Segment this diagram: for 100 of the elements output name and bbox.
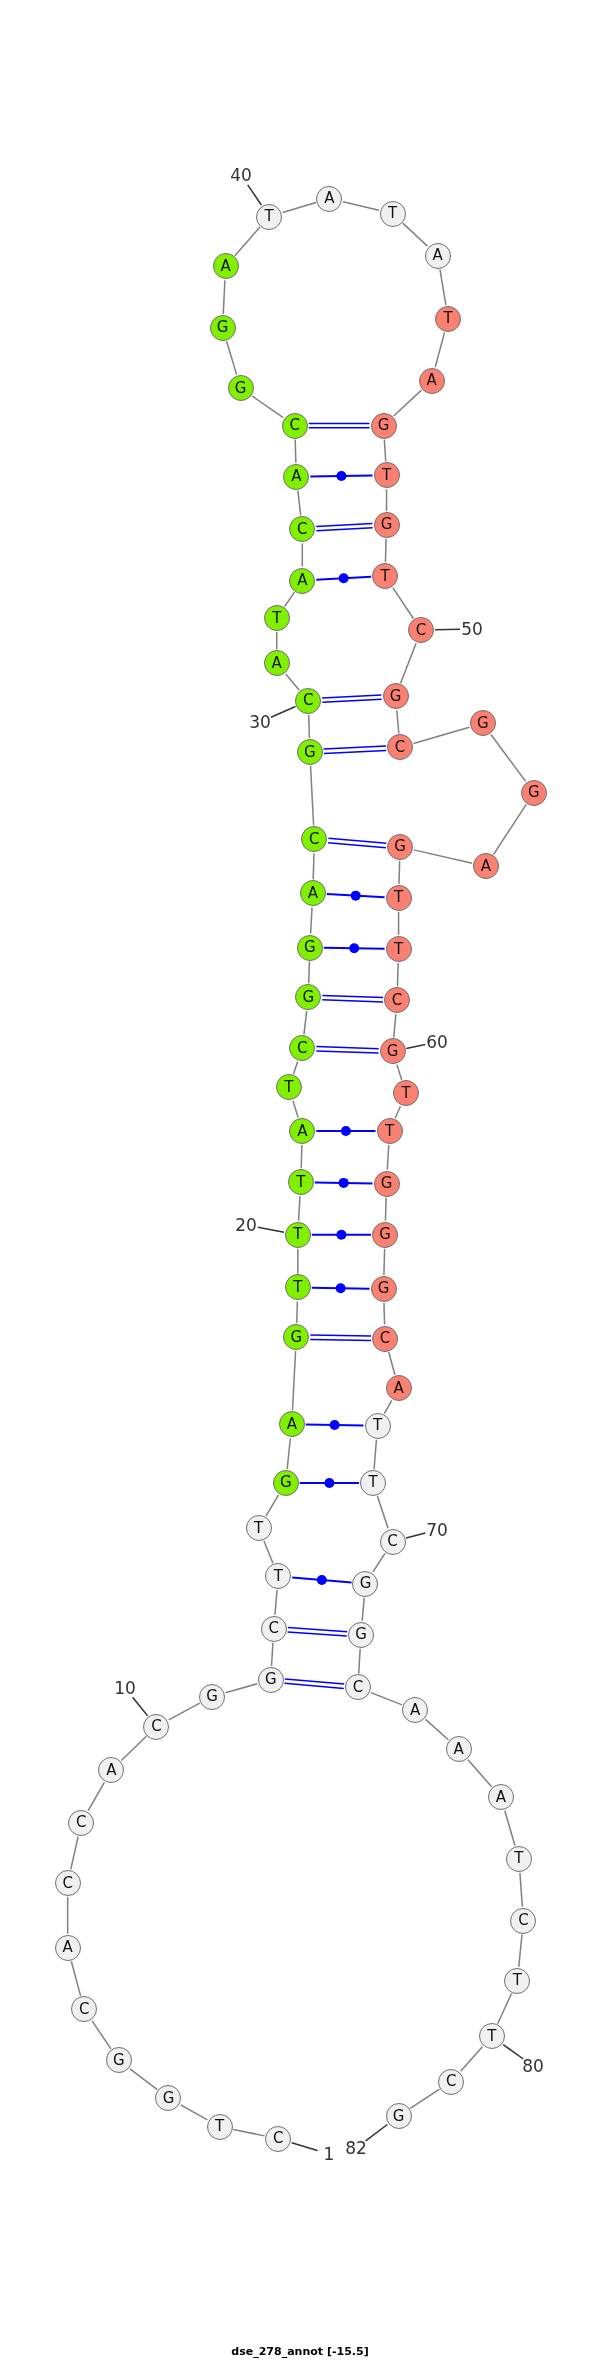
backbone-line bbox=[274, 1589, 278, 1616]
nucleotide-circle: C bbox=[71, 1996, 98, 2023]
backbone-line bbox=[383, 1399, 393, 1415]
nucleotide-circle: A bbox=[418, 367, 445, 394]
position-number: 40 bbox=[230, 166, 252, 184]
backbone-line bbox=[87, 1781, 106, 1812]
base-pair-line bbox=[298, 1481, 360, 1484]
base-pair-line bbox=[315, 522, 374, 532]
backbone-line bbox=[434, 331, 446, 368]
leader-line bbox=[290, 2142, 319, 2152]
nucleotide-circle: T bbox=[478, 2023, 505, 2050]
backbone-line bbox=[399, 642, 417, 685]
backbone-line bbox=[295, 1300, 299, 1324]
base-pair-line bbox=[309, 1334, 372, 1342]
nucleotide-circle: A bbox=[385, 1375, 412, 1402]
base-pair-line bbox=[308, 422, 371, 429]
nucleotide-circle: A bbox=[278, 1411, 305, 1438]
nucleotide-circle: G bbox=[370, 412, 397, 439]
nucleotide-circle: T bbox=[256, 203, 283, 230]
nucleotide-circle: C bbox=[54, 1870, 81, 1896]
backbone-line bbox=[412, 726, 471, 745]
nucleotide-circle: C bbox=[438, 2068, 465, 2095]
backbone-line bbox=[281, 201, 317, 214]
backbone-line bbox=[467, 1758, 493, 1788]
backbone-line bbox=[393, 1013, 397, 1039]
nucleotide-circle: T bbox=[373, 462, 400, 489]
base-pair-line bbox=[315, 575, 373, 581]
position-number: 80 bbox=[522, 2057, 544, 2075]
nucleotide-circle: G bbox=[199, 1683, 226, 1710]
nucleotide-circle: A bbox=[283, 463, 310, 490]
nucleotide-circle: C bbox=[372, 1325, 398, 1352]
nucleotide-circle: G bbox=[227, 375, 254, 402]
base-pair-line bbox=[283, 1678, 345, 1690]
base-pair-line bbox=[286, 1626, 348, 1637]
backbone-line bbox=[376, 1495, 389, 1530]
backbone-line bbox=[424, 1718, 450, 1741]
caption: dse_278_annot [-15.5] bbox=[231, 2345, 369, 2358]
nucleotide-circle: G bbox=[373, 511, 400, 538]
nucleotide-circle: T bbox=[393, 1080, 420, 1107]
nucleotide-circle: T bbox=[284, 1221, 311, 1248]
backbone-line bbox=[292, 1060, 299, 1075]
backbone-line bbox=[384, 1196, 387, 1222]
backbone-line bbox=[270, 1642, 274, 1667]
backbone-line bbox=[439, 268, 447, 306]
base-pair-line bbox=[322, 946, 386, 950]
base-pair-line bbox=[310, 1233, 372, 1236]
base-pair-line bbox=[321, 994, 384, 1003]
nucleotide-circle: C bbox=[265, 2125, 292, 2152]
base-pair-line bbox=[310, 1286, 371, 1290]
nucleotide-circle: C bbox=[281, 412, 308, 439]
leader-line bbox=[502, 2043, 524, 2060]
nucleotide-circle: G bbox=[520, 779, 547, 806]
nucleotide-circle: T bbox=[275, 1074, 302, 1101]
backbone-line bbox=[222, 279, 226, 315]
backbone-line bbox=[372, 1552, 386, 1573]
nucleotide-circle: A bbox=[472, 853, 499, 880]
backbone-line bbox=[393, 389, 423, 417]
nucleotide-circle: C bbox=[289, 516, 316, 543]
backbone-line bbox=[519, 1872, 524, 1908]
backbone-line bbox=[234, 226, 261, 257]
backbone-line bbox=[297, 1195, 301, 1222]
nucleotide-circle: C bbox=[295, 687, 322, 714]
backbone-line bbox=[396, 962, 399, 987]
backbone-line bbox=[91, 2020, 112, 2050]
nucleotide-circle: A bbox=[212, 253, 239, 280]
position-number: 70 bbox=[426, 1521, 448, 1539]
nucleotide-circle: A bbox=[424, 242, 451, 269]
backbone-line bbox=[179, 2104, 209, 2121]
backbone-line bbox=[396, 709, 400, 735]
backbone-line bbox=[392, 586, 415, 620]
backbone-line bbox=[387, 1351, 396, 1376]
nucleotide-circle: G bbox=[209, 314, 236, 341]
nucleotide-circle: A bbox=[402, 1697, 429, 1724]
backbone-line bbox=[308, 960, 311, 984]
base-pair-line bbox=[304, 1423, 365, 1427]
backbone-line bbox=[383, 1248, 386, 1276]
backbone-line bbox=[383, 438, 387, 463]
base-pair-line bbox=[322, 745, 387, 755]
base-pair-line bbox=[309, 474, 374, 478]
backbone-line bbox=[225, 340, 238, 376]
nucleotide-circle: G bbox=[105, 2047, 132, 2074]
nucleotide-circle: G bbox=[382, 683, 409, 710]
position-number: 10 bbox=[114, 1679, 136, 1697]
nucleotide-circle: G bbox=[272, 1469, 299, 1496]
leader-line bbox=[270, 705, 297, 718]
base-pair-line bbox=[313, 1181, 374, 1185]
nucleotide-circle: T bbox=[435, 305, 462, 332]
nucleotide-circle: A bbox=[316, 185, 343, 212]
backbone-line bbox=[518, 1933, 523, 1968]
backbone-line bbox=[251, 395, 285, 419]
nucleotide-circle: G bbox=[373, 1170, 400, 1197]
base-pair-line bbox=[315, 1045, 380, 1054]
backbone-line bbox=[66, 1896, 69, 1935]
backbone-line bbox=[309, 765, 315, 826]
backbone-line bbox=[490, 733, 527, 783]
base-pair-line bbox=[321, 694, 383, 704]
nucleotide-circle: A bbox=[289, 1118, 316, 1144]
nucleotide-circle: G bbox=[347, 1621, 374, 1648]
nucleotide-circle: G bbox=[372, 1221, 398, 1248]
leader-line bbox=[247, 184, 263, 206]
